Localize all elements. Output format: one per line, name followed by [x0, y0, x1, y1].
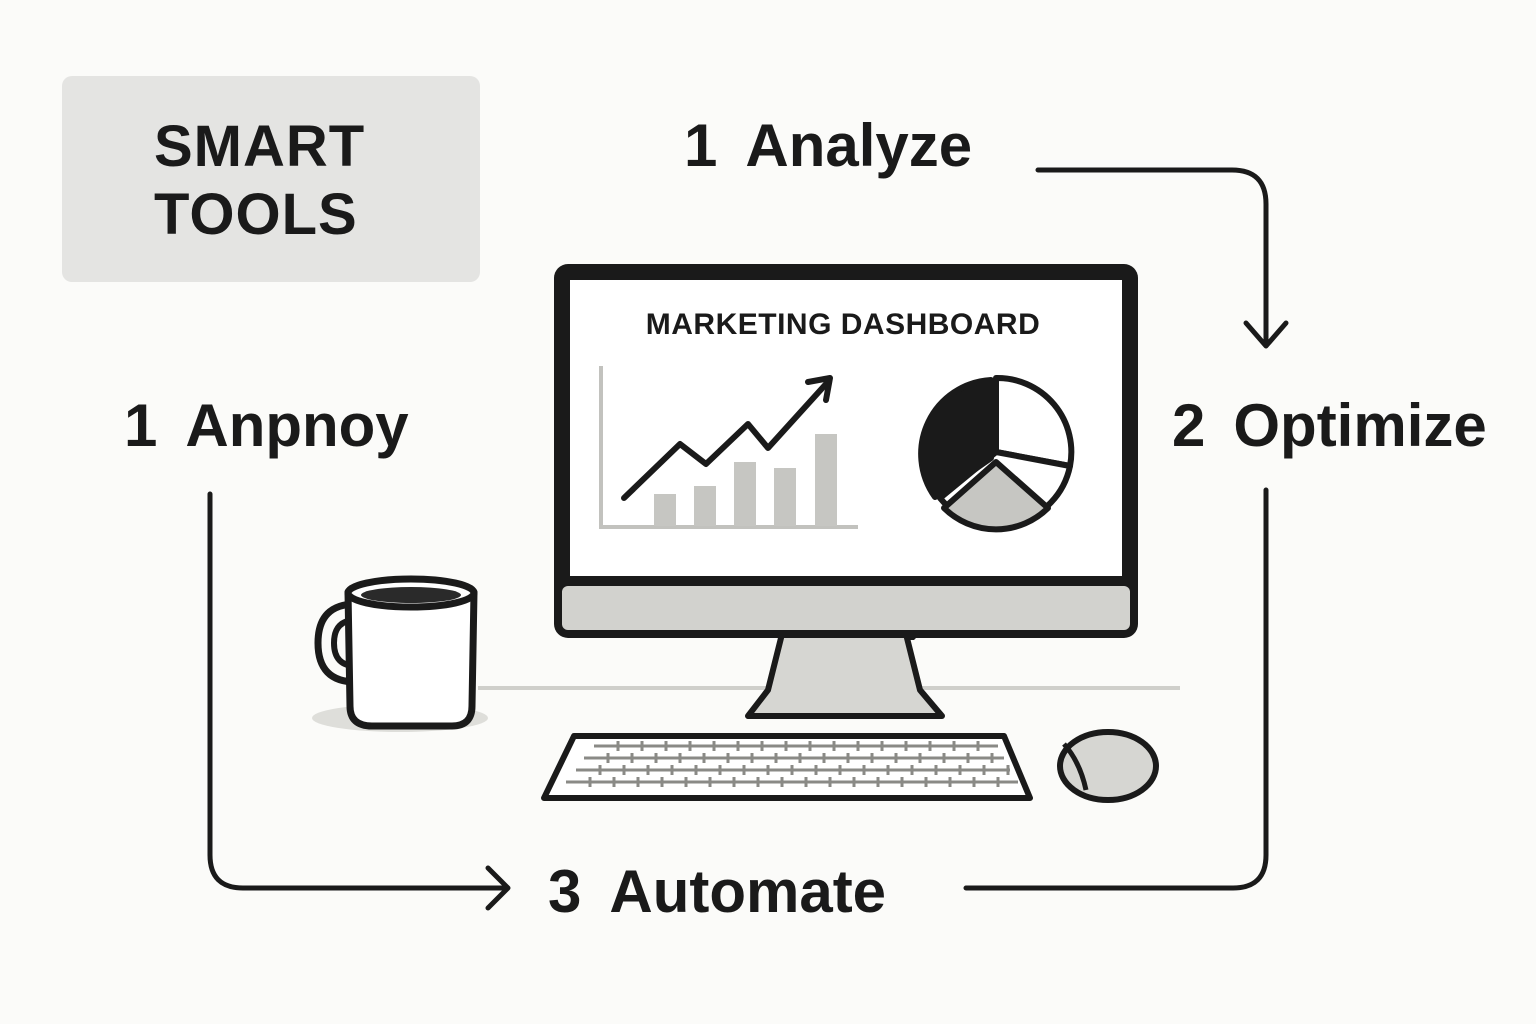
step-number: 2	[1172, 392, 1206, 459]
step-number: 1	[684, 112, 718, 179]
line-chart-icon	[621, 375, 833, 501]
step-label: Automate	[609, 858, 887, 925]
flow-arrows	[207, 167, 1289, 911]
arrow-optimize-to-automate	[963, 487, 1269, 891]
badge-title-line1: SMART	[154, 114, 366, 179]
coffee-mug-icon	[312, 575, 488, 732]
mouse-icon	[1057, 729, 1159, 803]
arrow-left-to-automate	[207, 491, 509, 891]
arrow-head-optimize	[1243, 320, 1289, 349]
smart-tools-badge	[62, 76, 480, 282]
keyboard-icon	[541, 733, 1033, 801]
arrow-analyze-to-optimize	[1035, 167, 1269, 345]
step-number: 1	[124, 392, 158, 459]
arrow-head-automate	[485, 865, 511, 911]
pie-chart-icon	[918, 374, 1075, 533]
step-label: Analyze	[745, 112, 973, 179]
bar-chart-icon	[599, 366, 858, 529]
step-label: Optimize	[1233, 392, 1487, 459]
step-label: Anpnoy	[185, 392, 409, 459]
step-number: 3	[548, 858, 582, 925]
dashboard-title: MARKETING DASHBOARD	[645, 308, 1041, 341]
badge-title-line2: TOOLS	[154, 182, 358, 247]
